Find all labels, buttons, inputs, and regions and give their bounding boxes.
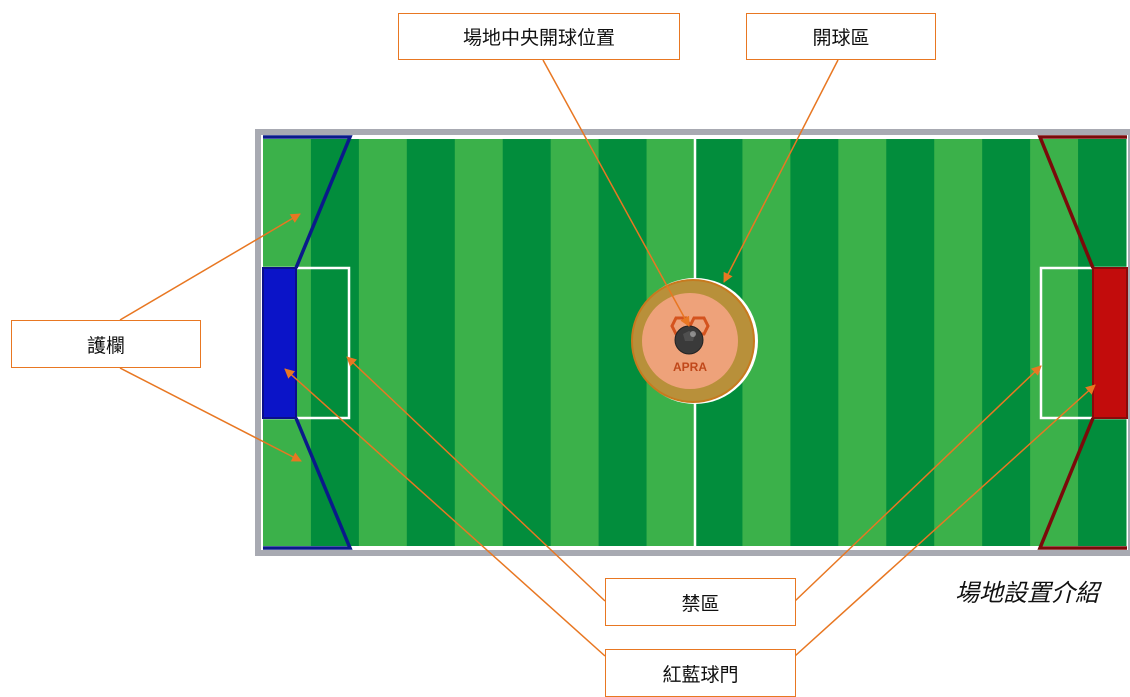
grass-stripe [310, 139, 360, 546]
right-fence-bottom [1037, 417, 1127, 550]
arrow-fence-bottom [119, 367, 302, 462]
red-goal [1092, 267, 1128, 419]
grass-stripe [550, 139, 600, 546]
label-fence: 護欄 [11, 320, 201, 368]
arrow-penalty-right [794, 365, 1042, 602]
grass-stripe [790, 139, 839, 546]
grass-stripe [886, 139, 935, 546]
grass-stripe [406, 139, 456, 546]
grass-stripe [1030, 139, 1079, 546]
grass-stripe [454, 139, 504, 546]
blue-goal [262, 267, 297, 419]
arrow-center-kickoff [542, 59, 690, 327]
label-center-kickoff: 場地中央開球位置 [398, 13, 680, 60]
right-fence-top [1037, 135, 1127, 269]
grass-stripe [934, 139, 983, 546]
arrow-penalty-left [346, 356, 606, 602]
label-goals: 紅藍球門 [605, 649, 796, 697]
grass-stripes [263, 139, 1127, 546]
grass-stripe [982, 139, 1031, 546]
arrow-fence-top [119, 213, 301, 321]
grass-stripe [358, 139, 408, 546]
arrow-kickoff-area [723, 59, 839, 283]
label-penalty-area: 禁區 [605, 578, 796, 626]
label-kickoff-area: 開球區 [746, 13, 936, 60]
grass-stripe [838, 139, 887, 546]
arrow-goal-red [794, 384, 1096, 657]
grass-stripe [502, 139, 552, 546]
arrow-goal-blue [284, 368, 606, 657]
apra-logo-text: APRA [673, 360, 707, 374]
diagram-caption: 場地設置介紹 [955, 579, 1099, 607]
left-fence-bottom [263, 417, 353, 550]
left-fence-top [263, 135, 353, 269]
